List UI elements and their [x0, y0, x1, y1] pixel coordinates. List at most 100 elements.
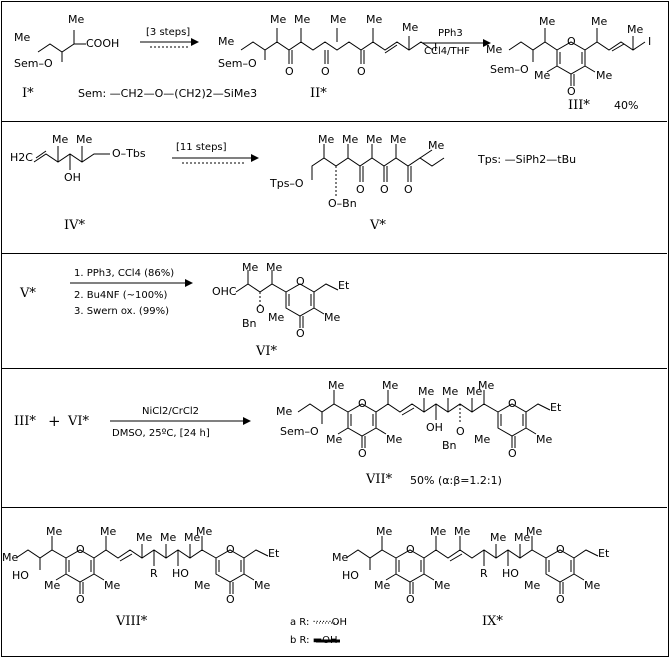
atom-me: Me — [514, 531, 531, 544]
reagent-dmso: DMSO, 25ºC, [24 h] — [112, 428, 210, 439]
atom-me: Me — [332, 551, 349, 564]
atom-me: Me — [184, 531, 201, 544]
compound-V-bonds — [311, 144, 445, 196]
reactant-VI: VI* — [68, 414, 90, 429]
atom-me: Me — [342, 133, 359, 146]
atom-h2c: H2C — [10, 151, 33, 164]
label-IV: IV* — [64, 218, 86, 233]
step-3: 3. Swern ox. (99%) — [74, 306, 169, 317]
atom-me: Me — [526, 525, 543, 538]
atom-me: Me — [266, 261, 283, 274]
label-II: II* — [310, 86, 327, 101]
atom-me: Me — [68, 13, 85, 26]
reactant-III: III* — [14, 414, 36, 429]
reagent-three-steps: [3 steps] — [146, 27, 191, 38]
atom-r: R — [150, 567, 158, 580]
compound-IV-bonds — [33, 146, 110, 170]
atom-me: Me — [136, 531, 153, 544]
atom-me: Me — [196, 525, 213, 538]
atom-me: Me — [46, 525, 63, 538]
atom-me: Me — [524, 579, 541, 592]
atom-me: Me — [294, 13, 311, 26]
sem-definition: Sem: —CH2—O—(CH2)2—SiMe3 — [78, 87, 258, 100]
atom-o: O — [357, 65, 366, 78]
divider-3 — [2, 368, 667, 369]
atom-o: O — [567, 85, 576, 98]
atom-me: Me — [76, 133, 93, 146]
label-VIII: VIII* — [116, 614, 148, 629]
atom-me: Me — [454, 525, 471, 538]
atom-me: Me — [104, 579, 121, 592]
atom-ho: HO — [12, 569, 29, 582]
atom-o: O — [406, 593, 415, 606]
atom-me: Me — [627, 23, 644, 36]
divider-2 — [2, 253, 667, 254]
atom-me: Me — [486, 43, 503, 56]
label-I: I* — [22, 86, 34, 101]
atom-me: Me — [428, 139, 445, 152]
label-III: III* — [568, 98, 590, 113]
label-IX: IX* — [482, 614, 503, 629]
step-1: 1. PPh3, CCl4 (86%) — [74, 268, 175, 279]
compound-VIII-bonds — [15, 536, 269, 594]
atom-me: Me — [324, 311, 341, 324]
atom-o: O — [406, 543, 415, 556]
atom-me: Me — [418, 385, 435, 398]
atom-oh: OH — [64, 171, 81, 184]
atom-o: O — [456, 425, 465, 438]
compound-IX-bonds — [345, 536, 599, 594]
atom-o: O — [567, 35, 576, 48]
label-V: V* — [370, 218, 386, 233]
legend-a: a R: ······OH — [290, 617, 347, 628]
divider-1 — [2, 121, 667, 122]
compound-VI-bonds — [235, 270, 339, 328]
atom-tps-o: Tps–O — [270, 177, 304, 190]
atom-me: Me — [430, 525, 447, 538]
atom-me: Me — [536, 433, 553, 446]
atom-o: O — [296, 327, 305, 340]
atom-me: Me — [160, 531, 177, 544]
atom-sem-o: Sem–O — [280, 425, 319, 438]
atom-me: Me — [276, 405, 293, 418]
reagent-eleven-steps: [11 steps] — [176, 142, 227, 153]
atom-o: O — [556, 543, 565, 556]
atom-me: Me — [194, 579, 211, 592]
step-2: 2. Bu4NF (~100%) — [74, 290, 168, 301]
compound-II-bonds — [240, 28, 434, 64]
atom-me: Me — [376, 525, 393, 538]
compound-VII-bonds — [297, 390, 551, 448]
atom-ho: HO — [502, 567, 519, 580]
atom-me: Me — [402, 21, 419, 34]
atom-me: Me — [44, 579, 61, 592]
tps-definition: Tps: —SiPh2—tBu — [478, 153, 577, 166]
atom-me: Me — [382, 379, 399, 392]
atom-me: Me — [52, 133, 69, 146]
atom-me: Me — [474, 433, 491, 446]
divider-4 — [2, 507, 667, 508]
atom-o: O — [380, 183, 389, 196]
atom-me: Me — [366, 133, 383, 146]
atom-sem-o: Sem–O — [14, 57, 53, 70]
atom-o: O — [76, 543, 85, 556]
atom-oh: OH — [426, 421, 443, 434]
atom-me: Me — [490, 531, 507, 544]
atom-sem-o: Sem–O — [218, 57, 257, 70]
reagent-pph3: PPh3 — [438, 28, 463, 39]
atom-me: Me — [466, 385, 483, 398]
plus-sign: + — [48, 412, 61, 430]
atom-me: Me — [534, 69, 551, 82]
atom-ho: HO — [342, 569, 359, 582]
atom-o: O — [508, 397, 517, 410]
atom-o: O — [296, 275, 305, 288]
atom-o: O — [76, 593, 85, 606]
atom-et: Et — [550, 401, 562, 414]
atom-me: Me — [434, 579, 451, 592]
atom-o: O — [226, 593, 235, 606]
atom-me: Me — [328, 379, 345, 392]
atom-me: Me — [478, 379, 495, 392]
reagent-nicl2-crcl2: NiCl2/CrCl2 — [142, 406, 199, 417]
label-VI: VI* — [256, 344, 278, 359]
atom-bn: Bn — [242, 317, 257, 330]
